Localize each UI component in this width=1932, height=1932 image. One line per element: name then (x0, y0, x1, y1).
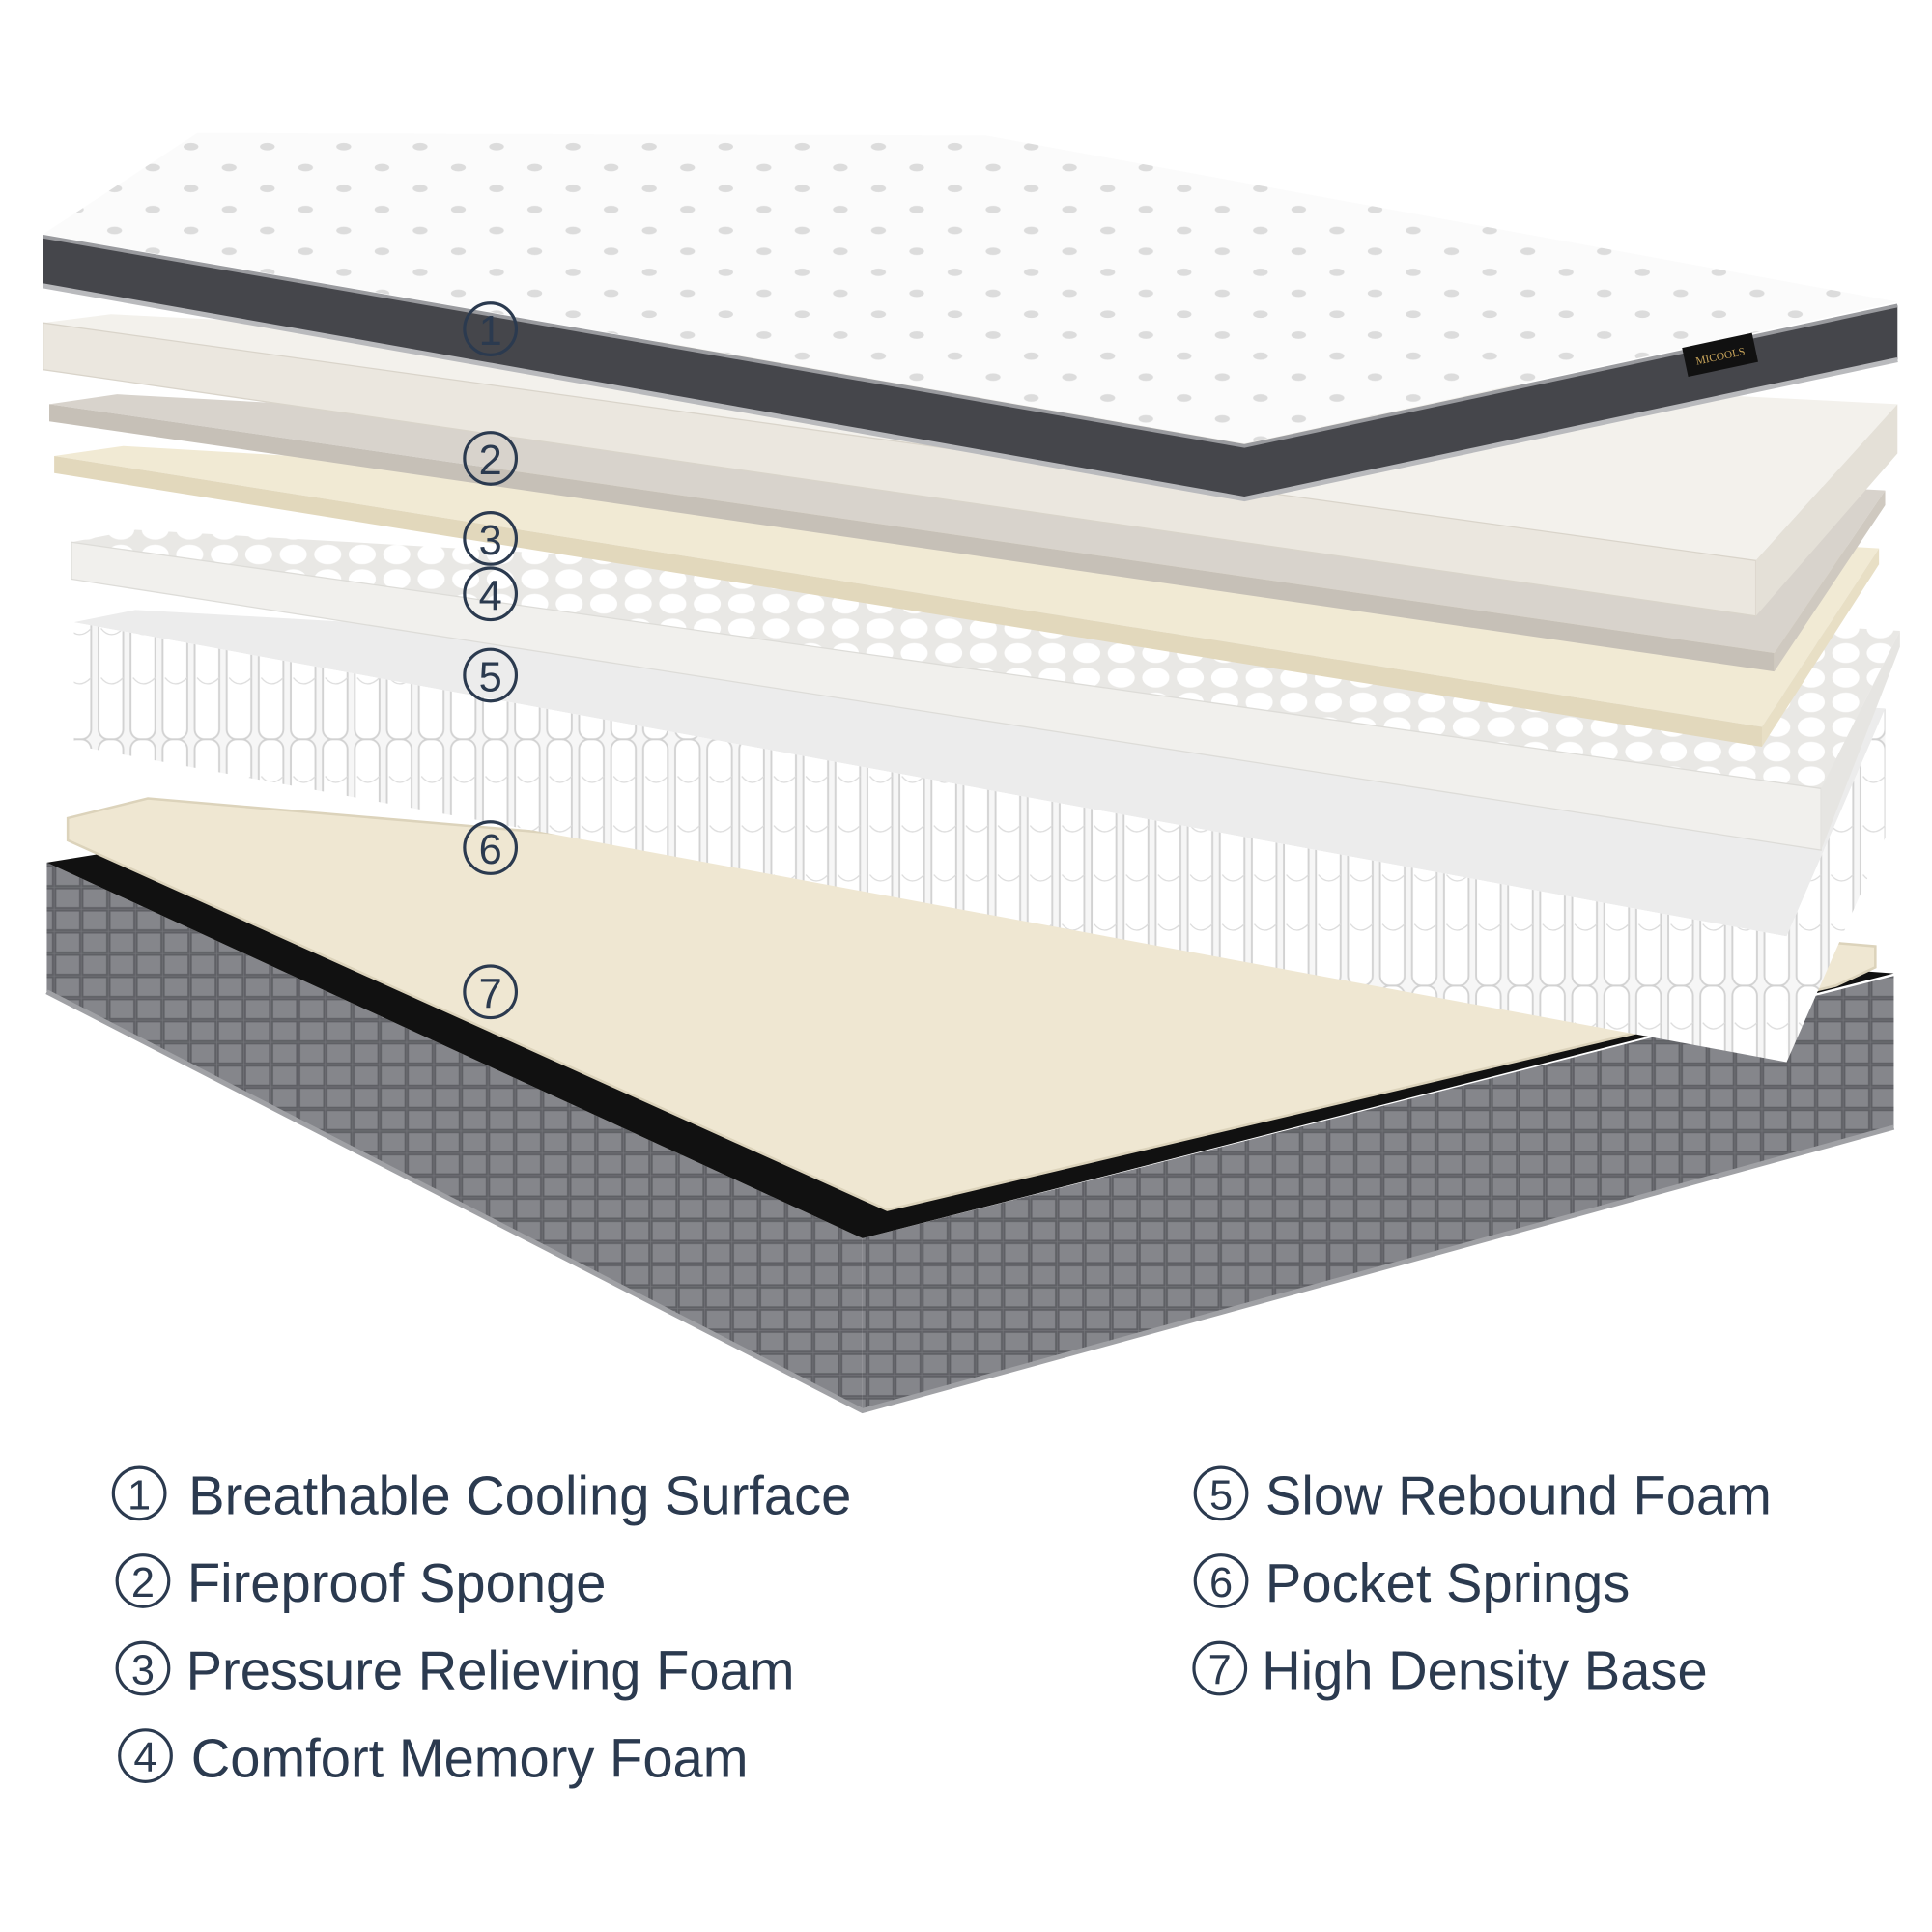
layer-4-comfort-memory-foam (54, 445, 1880, 747)
svg-text:6: 6 (479, 827, 502, 873)
svg-text:High Density Base: High Density Base (1262, 1640, 1708, 1701)
layer-1-breathable-cooling-surface: MICOOLS (43, 132, 1898, 502)
legend-item-2: 2 Fireproof Sponge (115, 1552, 607, 1613)
callout-6: 6 (463, 820, 519, 875)
callouts: 1 2 3 4 5 6 7 (463, 301, 519, 1020)
legend-item-4: 4 Comfort Memory Foam (118, 1727, 749, 1788)
svg-text:7: 7 (1208, 1648, 1232, 1694)
legend-item-7: 7 High Density Base (1192, 1640, 1708, 1701)
svg-text:1: 1 (128, 1473, 151, 1520)
layer-5-slow-rebound-foam (71, 529, 1900, 851)
svg-text:Breathable Cooling Surface: Breathable Cooling Surface (188, 1465, 851, 1526)
svg-text:3: 3 (479, 518, 502, 564)
svg-text:5: 5 (1209, 1473, 1233, 1520)
svg-text:7: 7 (479, 971, 502, 1017)
svg-text:4: 4 (479, 573, 502, 619)
base-right-face (862, 976, 1894, 1411)
legend-item-3: 3 Pressure Relieving Foam (115, 1640, 795, 1701)
svg-text:2: 2 (479, 438, 502, 484)
callout-7: 7 (463, 964, 519, 1020)
svg-text:Pocket Springs: Pocket Springs (1265, 1552, 1630, 1613)
legend-item-1: 1 Breathable Cooling Surface (111, 1465, 851, 1526)
callout-2: 2 (463, 431, 519, 486)
layer-3-pressure-relieving-foam (49, 394, 1886, 672)
legend-item-6: 6 Pocket Springs (1193, 1552, 1630, 1613)
svg-text:Comfort Memory Foam: Comfort Memory Foam (191, 1727, 749, 1788)
base-left-face (46, 862, 863, 1411)
svg-text:2: 2 (131, 1560, 155, 1606)
svg-text:Pressure Relieving Foam: Pressure Relieving Foam (186, 1640, 795, 1701)
layer-7-high-density-base (66, 797, 1877, 1211)
callout-4: 4 (463, 566, 519, 622)
svg-text:5: 5 (479, 655, 502, 701)
legend: 1 Breathable Cooling Surface 2 Fireproof S… (111, 1465, 1772, 1788)
callout-5: 5 (463, 647, 519, 703)
callout-1: 1 (463, 301, 519, 356)
svg-text:4: 4 (133, 1735, 156, 1781)
callout-3: 3 (463, 511, 519, 566)
brand-label-tag (1682, 332, 1758, 378)
svg-text:1: 1 (479, 308, 502, 355)
svg-text:Slow Rebound Foam: Slow Rebound Foam (1265, 1465, 1772, 1526)
svg-text:3: 3 (131, 1648, 155, 1694)
svg-text:Fireproof Sponge: Fireproof Sponge (187, 1552, 607, 1613)
legend-item-5: 5 Slow Rebound Foam (1193, 1465, 1772, 1526)
svg-text:6: 6 (1209, 1560, 1233, 1606)
